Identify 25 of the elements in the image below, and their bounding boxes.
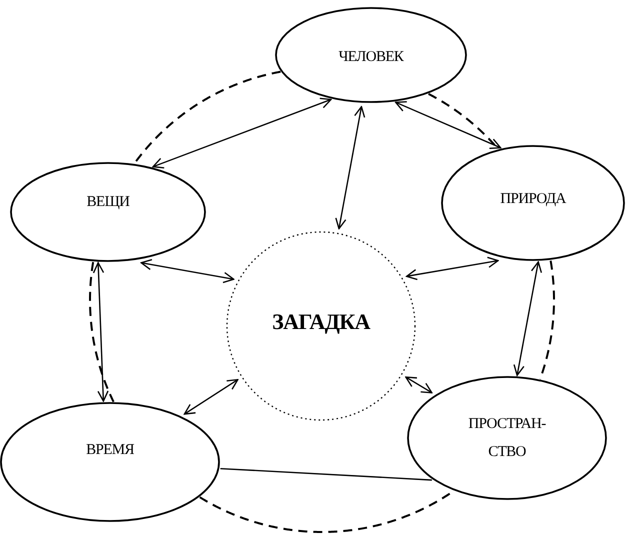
double-arrow [406, 256, 499, 280]
dotted-circle [226, 231, 416, 421]
ellipse-node [441, 145, 625, 261]
node-label: ЧЕЛОВЕК [338, 48, 405, 67]
dashed-arc [539, 260, 555, 380]
ellipse-node [275, 7, 467, 103]
node-label: ПРОСТРАН- СТВО [467, 414, 547, 462]
node-label: ВРЕМЯ [85, 440, 135, 460]
node-label: ВЕЩИ [86, 192, 130, 212]
ellipse-node [0, 402, 220, 522]
ellipse-node [407, 376, 607, 500]
double-arrow [513, 261, 542, 376]
node-label: ПРИРОДА [499, 190, 568, 209]
double-arrow [92, 262, 109, 402]
double-arrow [152, 98, 332, 168]
double-arrow [335, 106, 366, 230]
double-arrow [184, 378, 238, 415]
connector-line [220, 468, 432, 481]
dashed-arc [89, 262, 114, 402]
double-arrow [395, 101, 502, 149]
ellipse-node [10, 162, 206, 262]
double-arrow [405, 376, 432, 394]
dashed-arc [134, 70, 281, 164]
node-label: ЗАГАДКА [271, 308, 372, 336]
double-arrow [140, 258, 234, 284]
